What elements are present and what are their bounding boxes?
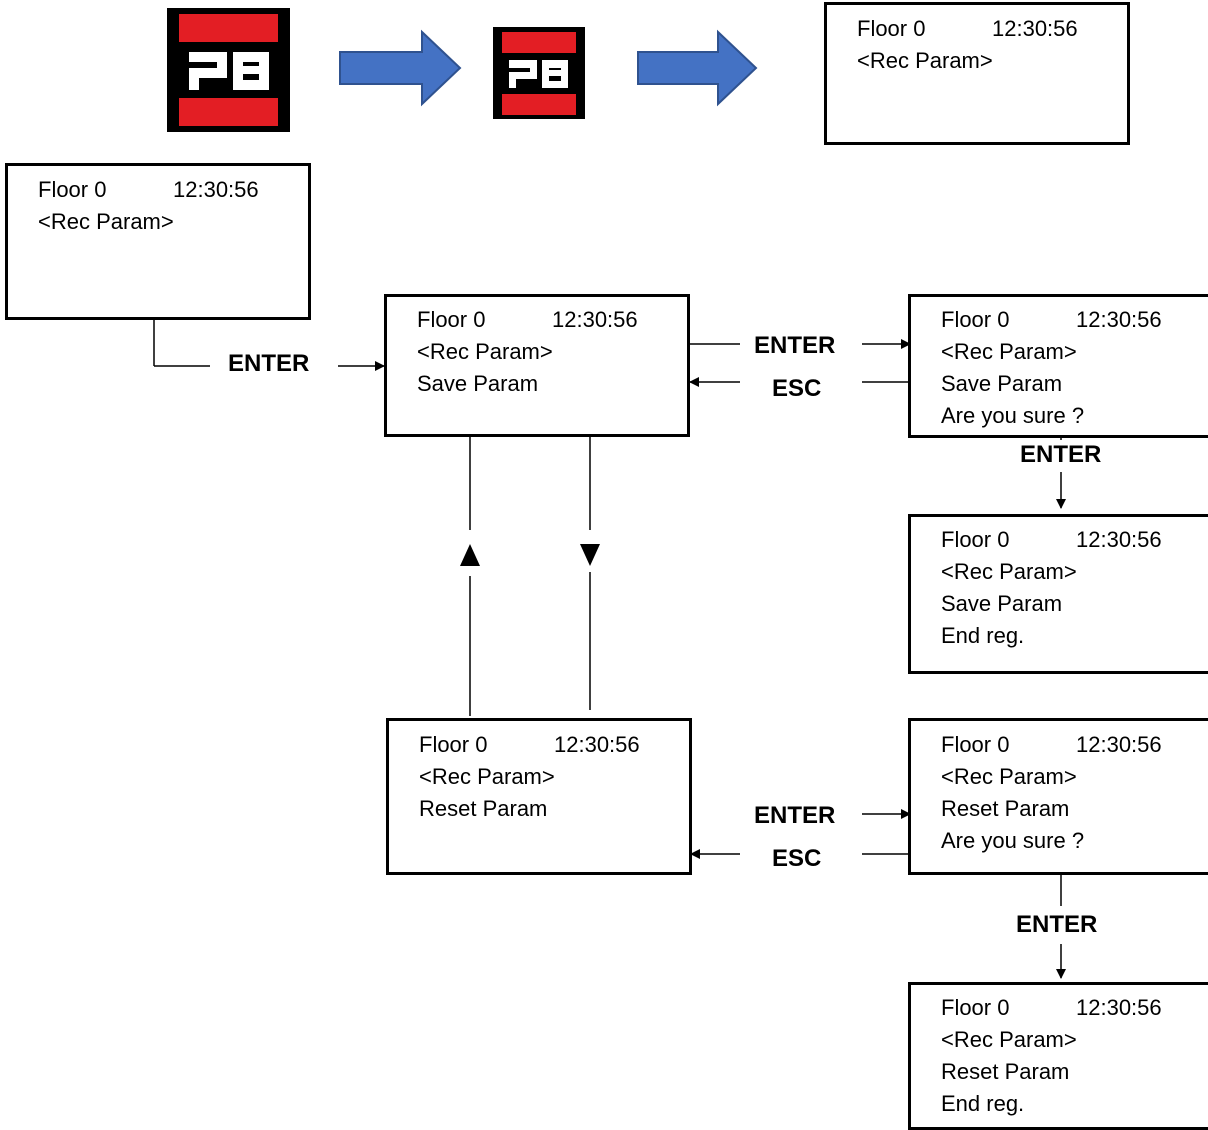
menu-line: <Rec Param> bbox=[417, 339, 553, 364]
lcd-screen-save-end: Floor 0 12:30:56 <Rec Param> Save Param … bbox=[908, 514, 1208, 674]
floor-label: Floor 0 bbox=[38, 177, 107, 202]
clock-time: 12:30:56 bbox=[554, 732, 640, 757]
menu-line: <Rec Param> bbox=[941, 1027, 1077, 1052]
enter-label-reset: ENTER bbox=[754, 802, 836, 829]
lcd-screen-left: Floor 0 12:30:56 <Rec Param> bbox=[5, 163, 311, 320]
menu-line: <Rec Param> bbox=[857, 48, 993, 73]
blue-arrow-1 bbox=[339, 29, 462, 107]
menu-line: <Rec Param> bbox=[941, 559, 1077, 584]
clock-time: 12:30:56 bbox=[992, 16, 1078, 41]
floor-label: Floor 0 bbox=[941, 995, 1010, 1020]
menu-line: <Rec Param> bbox=[419, 764, 555, 789]
menu-line: Save Param bbox=[941, 591, 1063, 616]
menu-line: <Rec Param> bbox=[38, 209, 174, 234]
esc-label-reset: ESC bbox=[772, 845, 822, 872]
lcd-screen-reset-confirm: Floor 0 12:30:56 <Rec Param> Reset Param… bbox=[908, 718, 1208, 875]
menu-line: Reset Param bbox=[941, 1059, 1070, 1084]
floor-label: Floor 0 bbox=[941, 527, 1010, 552]
lcd-screen-save-confirm: Floor 0 12:30:56 <Rec Param> Save Param … bbox=[908, 294, 1208, 438]
menu-line: Save Param bbox=[941, 371, 1063, 396]
menu-line: Reset Param bbox=[419, 796, 548, 821]
lcd-screen-reset: Floor 0 12:30:56 <Rec Param> Reset Param bbox=[386, 718, 692, 875]
blue-arrow-2 bbox=[637, 29, 758, 107]
esc-label-save: ESC bbox=[772, 375, 822, 402]
floor-label: Floor 0 bbox=[417, 307, 486, 332]
menu-line: <Rec Param> bbox=[941, 764, 1077, 789]
enter-label-left: ENTER bbox=[228, 350, 310, 377]
menu-line: End reg. bbox=[941, 1091, 1025, 1116]
lcd-screen-reset-end: Floor 0 12:30:56 <Rec Param> Reset Param… bbox=[908, 982, 1208, 1130]
lcd-screen-top: Floor 0 12:30:56 <Rec Param> bbox=[824, 2, 1130, 145]
enter-label-reset-confirm: ENTER bbox=[1016, 911, 1098, 938]
floor-label: Floor 0 bbox=[419, 732, 488, 757]
clock-time: 12:30:56 bbox=[1076, 995, 1162, 1020]
lcd-screen-save: Floor 0 12:30:56 <Rec Param> Save Param bbox=[384, 294, 690, 437]
enter-label-save: ENTER bbox=[754, 332, 836, 359]
clock-time: 12:30:56 bbox=[173, 177, 259, 202]
menu-line: End reg. bbox=[941, 623, 1025, 648]
menu-line: Are you sure ? bbox=[941, 403, 1085, 428]
clock-time: 12:30:56 bbox=[1076, 527, 1162, 552]
pb-logo-large bbox=[167, 8, 290, 132]
pb-logo-small bbox=[493, 27, 585, 119]
clock-time: 12:30:56 bbox=[1076, 307, 1162, 332]
menu-line: Are you sure ? bbox=[941, 828, 1085, 853]
menu-line: <Rec Param> bbox=[941, 339, 1077, 364]
menu-line: Reset Param bbox=[941, 796, 1070, 821]
enter-label-save-confirm: ENTER bbox=[1016, 440, 1106, 470]
floor-label: Floor 0 bbox=[941, 307, 1010, 332]
menu-line: Save Param bbox=[417, 371, 539, 396]
floor-label: Floor 0 bbox=[941, 732, 1010, 757]
clock-time: 12:30:56 bbox=[552, 307, 638, 332]
floor-label: Floor 0 bbox=[857, 16, 926, 41]
clock-time: 12:30:56 bbox=[1076, 732, 1162, 757]
